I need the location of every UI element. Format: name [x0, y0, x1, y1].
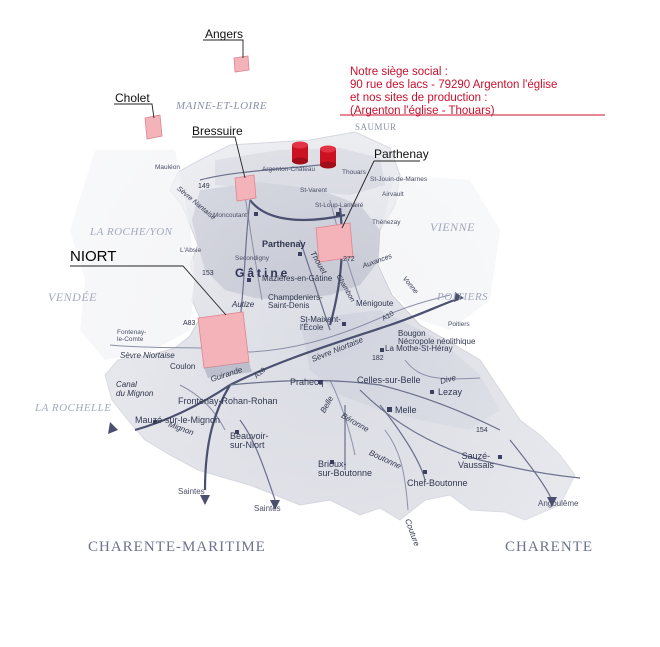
river-canal-mignon: Canal du Mignon: [116, 380, 154, 398]
road-n153: 153: [202, 270, 214, 277]
headquarters-line-3: et nos sites de production :: [350, 92, 488, 104]
region-poitiers: POITIERS: [437, 291, 489, 303]
town-st-maixent: St-Maixent-l'École: [300, 315, 341, 333]
town-thenezay: Thénezay: [372, 219, 401, 226]
town-melle: Melle: [395, 405, 417, 415]
headquarters-line-4: (Argenton l'église - Thouars): [350, 105, 495, 117]
headquarters-line-1: Notre siège social :: [350, 66, 448, 78]
factory-markers: [292, 141, 336, 169]
region-vendee: VENDÉE: [48, 290, 97, 304]
road-arrows: [108, 292, 557, 510]
city-markers: [144, 55, 354, 378]
town-thouars: Thouars: [342, 169, 366, 176]
region-la-rochelle: LA ROCHELLE: [35, 402, 112, 414]
headquarters-line-2: 90 rue des lacs - 79290 Argenton l'églis…: [350, 79, 558, 91]
region-gatine: Gâtine: [235, 266, 291, 280]
town-beauvoir: Beauvoir- sur-Niort: [230, 431, 269, 451]
town-poitiers: Poitiers: [448, 321, 470, 328]
town-angouleme: Angoulême: [538, 499, 579, 508]
marker-niort-shadow: [204, 362, 252, 378]
marker-angers: [233, 55, 250, 73]
town-bougon: Bougon Nécropole néolithique: [398, 329, 476, 347]
town-mauleon: Mauléon: [155, 164, 180, 171]
road-n182: 182: [372, 355, 384, 362]
marker-parthenay: [315, 222, 354, 263]
road-n272: 272: [343, 256, 355, 263]
region-charente: CHARENTE: [505, 539, 593, 555]
road-n154: 154: [476, 427, 488, 434]
town-secondigny: Secondigny: [235, 255, 269, 262]
town-champdeniers: Champdeniers-Saint-Denis: [268, 293, 323, 311]
town-saintes-1: Saintes: [178, 487, 205, 496]
secondary-roads: [199, 164, 581, 501]
marker-cholet: [144, 114, 163, 140]
town-chef-boutonne: Chef-Boutonne: [407, 478, 468, 488]
city-label-bressuire: Bressuire: [192, 124, 243, 138]
river-autize: Autize: [232, 300, 255, 309]
river-sevre-niortaise: Sèvre Niortaise: [120, 351, 175, 360]
region-charente-maritime: CHARENTE-MARITIME: [88, 539, 266, 555]
town-frontenay: Frontenay-Rohan-Rohan: [178, 396, 278, 406]
region-maine-et-loire: MAINE-ET-LOIRE: [176, 100, 268, 112]
town-labsie: L'Absie: [180, 247, 202, 254]
town-celles: Celles-sur-Belle: [357, 375, 421, 385]
city-label-cholet: Cholet: [115, 91, 150, 105]
city-label-angers: Angers: [205, 27, 244, 41]
city-label-parthenay: Parthenay: [374, 147, 429, 161]
region-saumur: SAUMUR: [355, 122, 397, 132]
marker-niort: [197, 311, 250, 369]
city-label-niort: NIORT: [70, 248, 117, 265]
town-airvault: Airvault: [382, 191, 404, 198]
region-vienne: VIENNE: [430, 220, 475, 234]
town-st-jouin-de-marnes: St-Jouin-de-Marnes: [370, 176, 428, 183]
road-a83: A83: [183, 320, 196, 327]
road-n149: 149: [198, 183, 210, 190]
main-roads: [134, 199, 461, 491]
town-brioux: Brioux- sur-Boutonne: [318, 459, 373, 479]
town-st-varent: St-Varent: [300, 187, 327, 194]
town-moncoutant: Moncoutant: [213, 212, 247, 219]
town-parthenay: Parthenay: [262, 239, 306, 249]
town-la-mothe: La Mothe-St-Héray: [385, 344, 453, 353]
town-sauze: Sauzé- Vaussais: [458, 451, 494, 471]
headquarters-note: Notre siège social : 90 rue des lacs - 7…: [350, 66, 557, 118]
town-mauze: Mauzé-sur-le-Mignon: [135, 415, 221, 425]
town-lezay: Lezay: [438, 387, 463, 397]
town-st-loup-lamaire: St-Loup-Lamairé: [315, 202, 364, 209]
town-dots: [153, 212, 502, 474]
town-coulon: Coulon: [170, 362, 196, 371]
town-argenton-chateau: Argenton-Château: [262, 166, 316, 173]
town-menigoute: Ménigoute: [356, 299, 394, 308]
town-prahecq: Prahecq: [290, 377, 324, 387]
region-la-roche-yon: LA ROCHE/YON: [90, 226, 173, 238]
marker-bressuire: [234, 174, 257, 202]
town-saintes-2: Saintes: [254, 504, 281, 513]
town-fontenay: Fontenay- le-Comte: [117, 329, 147, 343]
leader-lines: [70, 39, 420, 316]
town-mazieres: Mazières-en-Gâtine: [262, 274, 333, 283]
